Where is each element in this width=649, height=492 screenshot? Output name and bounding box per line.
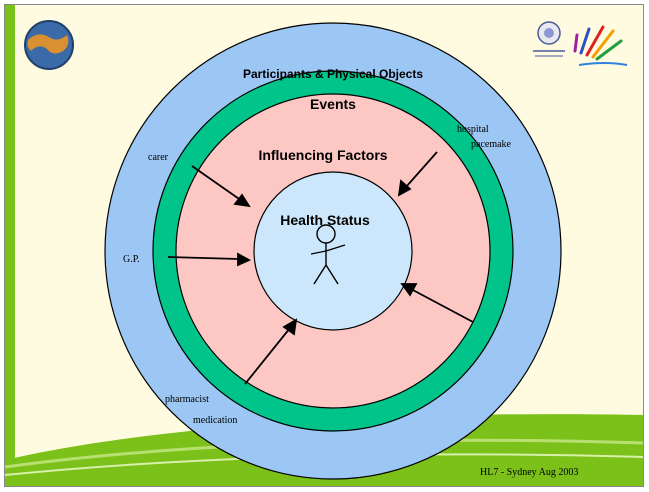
hospital-arrow [397,151,438,197]
slide: Participants & Physical Objects Events I… [4,4,644,487]
stick-figure-icon [310,224,346,285]
gp-arrow [167,252,252,267]
health-status-core [253,171,413,331]
government-crest-icon [530,15,568,63]
influencing-factors-label: Influencing Factors [258,147,387,163]
left-accent-bar [5,5,15,486]
events-label: Events [310,96,356,112]
carer-arrow [191,165,251,208]
health-status-label: Health Status [280,212,370,228]
slide-canvas: Participants & Physical Objects Events I… [5,5,643,486]
pharmacist-text: pharmacist [165,394,209,405]
pharmacist-arrow [244,318,298,385]
pacemaker-arrow [400,283,474,323]
colorful-brand-logo-icon [573,25,628,66]
footer-text: HL7 - Sydney Aug 2003 [480,467,578,478]
hospital-text: hospital [457,124,489,135]
pacemaker-text: pacemake [471,139,512,150]
participants-label: Participants & Physical Objects [243,67,423,81]
gp-text: G.P. [123,254,140,265]
medication-text: medication [193,415,237,426]
globe-logo-icon [24,20,74,70]
carer-text: carer [148,152,169,163]
